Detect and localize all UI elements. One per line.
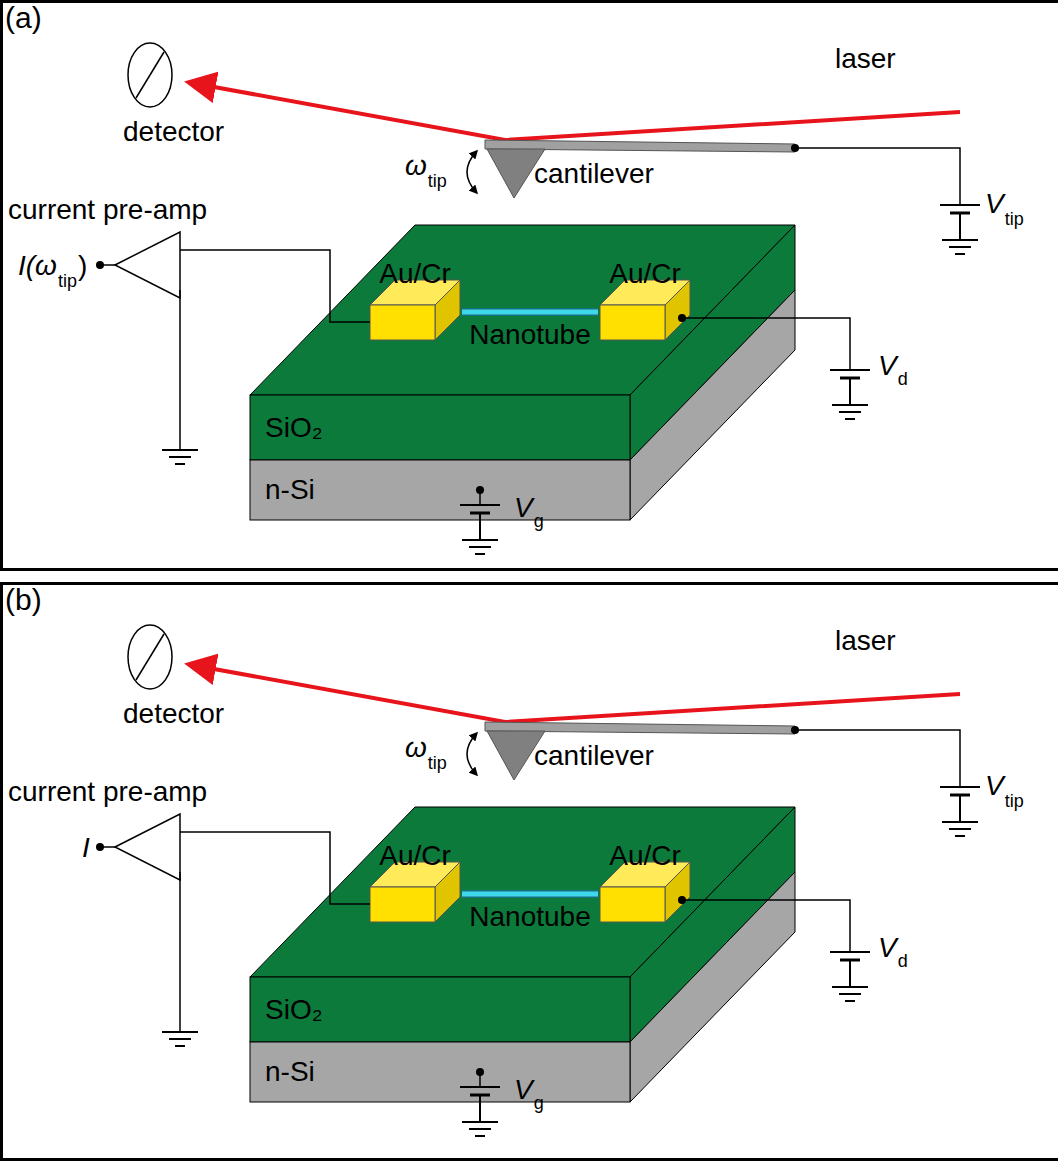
silicon-layer: n-Si	[250, 460, 630, 520]
annotation-label: (b)	[5, 585, 42, 615]
panel-frame	[2, 2, 1058, 570]
layer-label: Au/Cr	[609, 260, 681, 288]
subscript: tip	[428, 754, 447, 772]
annotation-label: (a)	[5, 3, 42, 33]
annotation-label: I	[82, 834, 90, 862]
silicon-layer: n-Si	[250, 1042, 630, 1102]
subscript: g	[534, 512, 544, 530]
layer-label: SiO₂	[265, 414, 323, 442]
annotation-label: cantilever	[534, 160, 654, 188]
layer-label: Au/Cr	[379, 842, 451, 870]
panel-a-drawing	[96, 43, 980, 554]
panel-b-drawing	[96, 625, 980, 1136]
subscript: g	[534, 1094, 544, 1112]
annotation-label: ω	[405, 152, 427, 180]
annotation-label: I(ω	[18, 252, 57, 280]
subscript: d	[898, 952, 908, 970]
layer-label: n-Si	[265, 1058, 315, 1086]
electrode: Au/Cr	[368, 840, 462, 924]
annotation-label: )	[78, 252, 87, 280]
nanotube	[462, 894, 598, 895]
annotation-label: V	[878, 352, 897, 380]
subscript: tip	[428, 172, 447, 190]
layer-label: Au/Cr	[609, 842, 681, 870]
annotation-label: current pre-amp	[8, 196, 207, 224]
subscript: tip	[1005, 210, 1024, 228]
electrode: Au/Cr	[598, 258, 692, 342]
nanotube	[462, 312, 598, 313]
electrode: Au/Cr	[598, 840, 692, 924]
panel-frame	[2, 584, 1058, 1160]
subscript: tip	[58, 272, 77, 290]
electrode: Au/Cr	[368, 258, 462, 342]
layer-label: n-Si	[265, 476, 315, 504]
annotation-label: V	[985, 772, 1004, 800]
annotation-label: detector	[123, 700, 224, 728]
layer-label: SiO₂	[265, 996, 323, 1024]
oxide-layer: SiO₂	[250, 977, 630, 1042]
annotation-label: current pre-amp	[8, 778, 207, 806]
annotation-label: cantilever	[534, 742, 654, 770]
annotation-label: V	[514, 494, 533, 522]
annotation-label: V	[514, 1076, 533, 1104]
nanotube-label: Nanotube	[467, 903, 592, 931]
annotation-label: V	[985, 190, 1004, 218]
annotation-label: detector	[123, 118, 224, 146]
subscript: d	[898, 370, 908, 388]
annotation-label: ω	[405, 734, 427, 762]
subscript: tip	[1005, 792, 1024, 810]
layer-label: Au/Cr	[379, 260, 451, 288]
annotation-label: V	[878, 934, 897, 962]
annotation-label: laser	[835, 627, 896, 655]
nanotube-label: Nanotube	[467, 321, 592, 349]
oxide-layer: SiO₂	[250, 395, 630, 460]
annotation-label: laser	[835, 45, 896, 73]
